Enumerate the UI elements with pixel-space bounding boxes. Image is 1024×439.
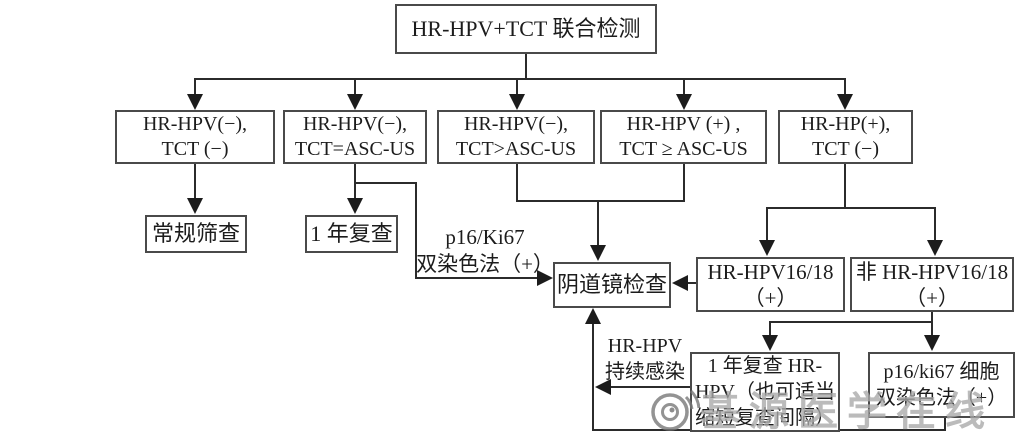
node-label: TCT (−) (161, 138, 229, 160)
connector-line (769, 321, 771, 336)
connector-line (609, 386, 690, 388)
node-hpv1618-positive: HR-HPV16/18 （+） (696, 257, 845, 312)
node-hpv-pos-tct-neg: HR-HP(+), TCT (−) (778, 110, 913, 164)
node-routine-screening: 常规筛查 (145, 215, 247, 253)
connector-line (686, 282, 696, 284)
arrowhead-down-icon (347, 94, 363, 110)
arrowhead-down-icon (924, 335, 940, 351)
connector-line (525, 54, 527, 79)
node-label: 缩短复查间隔） (695, 407, 835, 429)
node-label: HR-HP(+), (800, 113, 891, 135)
node-label: 阴道镜检查 (556, 272, 667, 297)
arrowhead-down-icon (837, 94, 853, 110)
node-label: 1 年复查 (310, 221, 393, 246)
arrowhead-down-icon (590, 245, 606, 261)
arrowhead-down-icon (762, 335, 778, 351)
edge-label-line: HR-HPV (607, 335, 683, 357)
edge-label-line: 持续感染 (605, 361, 685, 383)
node-non-hpv1618-positive: 非 HR-HPV16/18 （+） (850, 257, 1014, 312)
node-label: HR-HPV+TCT 联合检测 (411, 16, 641, 41)
connector-line (194, 78, 196, 95)
arrowhead-down-icon (759, 240, 775, 256)
node-label: HR-HPV (+) , (626, 113, 741, 135)
connector-line (844, 164, 846, 209)
node-label: p16/ki67 细胞 (883, 361, 1000, 383)
arrowhead-left-icon (595, 379, 611, 395)
edge-label-persistent-infection: HR-HPV 持续感染 (594, 333, 696, 385)
connector-line (516, 200, 685, 202)
connector-line (931, 321, 933, 336)
connector-line (934, 207, 936, 241)
connector-line (944, 418, 946, 431)
node-label: （+） (743, 285, 798, 310)
node-label: （+） (905, 285, 959, 310)
edge-label-p16-ki67-dual-stain: p16/Ki67 双染色法（+） (410, 224, 560, 278)
arrowhead-down-icon (927, 240, 943, 256)
connector-line (766, 207, 768, 241)
arrowhead-down-icon (676, 94, 692, 110)
connector-line (766, 207, 936, 209)
connector-line (415, 277, 539, 279)
node-label: TCT (−) (811, 138, 879, 160)
node-hpv-pos-tct-ge-ascus: HR-HPV (+) , TCT ≥ ASC-US (600, 110, 767, 164)
node-label: HR-HPV16/18 (707, 259, 834, 284)
arrowhead-down-icon (187, 198, 203, 214)
arrowhead-up-icon (585, 308, 601, 324)
connector-line (516, 164, 518, 202)
node-hpv-neg-tct-gt-ascus: HR-HPV(−), TCT>ASC-US (437, 110, 595, 164)
arrowhead-right-icon (537, 270, 553, 286)
connector-line (769, 321, 933, 323)
node-label: 非 HR-HPV16/18 (855, 259, 1009, 284)
connector-line (354, 182, 416, 184)
connector-line (194, 78, 846, 80)
connector-line (194, 164, 196, 200)
node-label: 常规筛查 (151, 221, 240, 246)
connector-line (592, 322, 594, 431)
node-label: TCT ≥ ASC-US (619, 138, 748, 160)
arrowhead-down-icon (509, 94, 525, 110)
edge-label-line: 双染色法（+） (416, 252, 554, 276)
connector-line (844, 78, 846, 95)
connector-line (683, 164, 685, 202)
arrowhead-down-icon (187, 94, 203, 110)
node-label: 1 年复查 HR- (707, 355, 823, 377)
node-label: TCT>ASC-US (455, 138, 577, 160)
arrowhead-down-icon (347, 198, 363, 214)
connector-line (931, 312, 933, 323)
connector-line (415, 182, 417, 279)
node-label: TCT=ASC-US (294, 138, 416, 160)
connector-line (354, 78, 356, 95)
node-p16-ki67-dual-stain: p16/ki67 细胞 双染色法（+） (868, 352, 1015, 418)
connector-line (516, 78, 518, 95)
node-label: 双染色法（+） (875, 387, 1008, 409)
connector-line (597, 200, 599, 247)
edge-label-line: p16/Ki67 (445, 225, 525, 249)
node-label: HR-HPV(−), (463, 113, 569, 135)
node-hpv-neg-tct-neg: HR-HPV(−), TCT (−) (115, 110, 275, 164)
node-label: HPV（也可适当 (694, 381, 835, 403)
connector-line (683, 78, 685, 95)
node-one-year-recheck-hpv: 1 年复查 HR- HPV（也可适当 缩短复查间隔） (690, 352, 840, 432)
node-label: HR-HPV(−), (302, 113, 408, 135)
node-colposcopy: 阴道镜检查 (553, 262, 671, 308)
node-one-year-recheck: 1 年复查 (305, 215, 398, 253)
arrowhead-left-icon (672, 275, 688, 291)
node-hpv-neg-tct-ascus: HR-HPV(−), TCT=ASC-US (283, 110, 427, 164)
node-root-combined-test: HR-HPV+TCT 联合检测 (395, 4, 657, 54)
node-label: HR-HPV(−), (142, 113, 248, 135)
